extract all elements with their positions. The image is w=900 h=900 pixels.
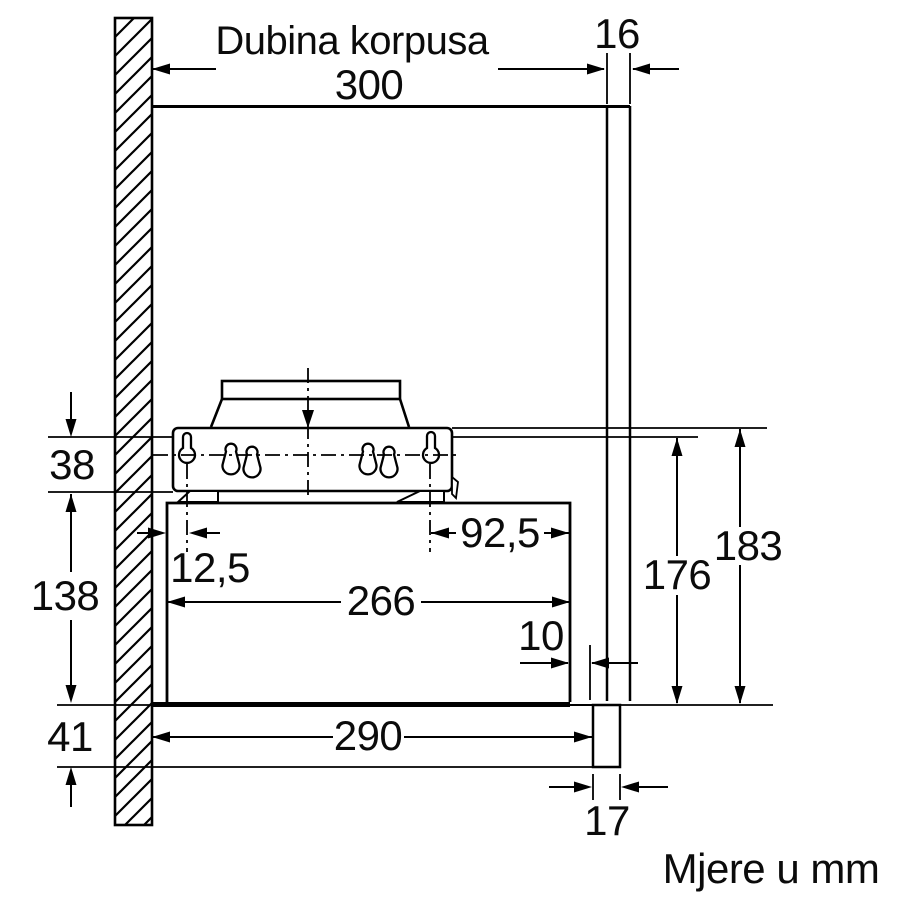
dim-17-label: 17 — [584, 797, 630, 844]
arrowhead — [551, 657, 569, 669]
arrowhead — [587, 63, 605, 75]
duct-collar-top — [220, 379, 402, 401]
dim-38-label: 38 — [49, 441, 95, 488]
dim-176-label: 176 — [642, 551, 712, 598]
dim-300-label: 300 — [334, 61, 404, 108]
dim-138-label: 138 — [30, 572, 100, 619]
keyhole-slot-pair2-b — [379, 445, 399, 479]
arrowhead — [65, 494, 77, 512]
plate-foot-right — [396, 490, 445, 503]
centerline-arrowhead — [302, 410, 314, 428]
arrowhead — [431, 527, 449, 539]
plate-foot-left — [175, 490, 219, 503]
dim-183-label: 183 — [713, 522, 783, 569]
arrowhead — [152, 63, 170, 75]
arrowhead — [734, 686, 746, 704]
plate-hook — [451, 475, 459, 500]
units-note: Mjere u mm — [662, 845, 880, 892]
wall-hatch — [113, 16, 154, 827]
cabinet — [152, 105, 632, 701]
dim-290-label: 290 — [333, 712, 403, 759]
arrowhead — [65, 685, 77, 703]
arrowhead — [591, 657, 609, 669]
arrowhead — [189, 527, 207, 539]
arrowhead — [552, 596, 570, 608]
keyhole-slot-pair2-a — [358, 442, 378, 476]
mounting-plate-body — [171, 426, 454, 493]
arrowhead — [632, 63, 650, 75]
arrowhead — [574, 731, 592, 743]
arrowhead — [734, 429, 746, 447]
dim-12-5-label: 12,5 — [170, 544, 250, 591]
arrowhead — [65, 419, 77, 437]
dimension-lines — [70, 68, 741, 807]
dim-92-5-label: 92,5 — [460, 509, 540, 556]
arrowhead — [65, 767, 77, 785]
arrowhead — [551, 527, 569, 539]
center-lines — [153, 368, 458, 552]
drawing-title: Dubina korpusa — [215, 19, 489, 63]
dim-266-label: 266 — [346, 577, 416, 624]
duct-collar — [209, 379, 411, 428]
drawer-front — [591, 703, 622, 769]
mounting-plate — [171, 426, 459, 503]
arrowhead — [671, 438, 683, 456]
arrowhead — [167, 596, 185, 608]
dim-16-label: 16 — [594, 10, 640, 57]
arrowhead — [574, 781, 592, 793]
extension-lines — [48, 53, 773, 800]
keyhole-slot-pair1-b — [242, 445, 262, 479]
wall-section — [113, 16, 154, 827]
arrowhead — [671, 686, 683, 704]
duct-collar-flare — [209, 398, 411, 428]
arrowhead — [621, 781, 639, 793]
arrowhead — [152, 731, 170, 743]
hood-bottom-bar — [152, 702, 570, 707]
keyhole-slot-pair1-a — [221, 442, 241, 476]
dim-41-label: 41 — [47, 713, 93, 760]
arrowhead — [148, 527, 166, 539]
dimension-arrowheads — [65, 63, 746, 793]
dim-10-label: 10 — [518, 612, 564, 659]
